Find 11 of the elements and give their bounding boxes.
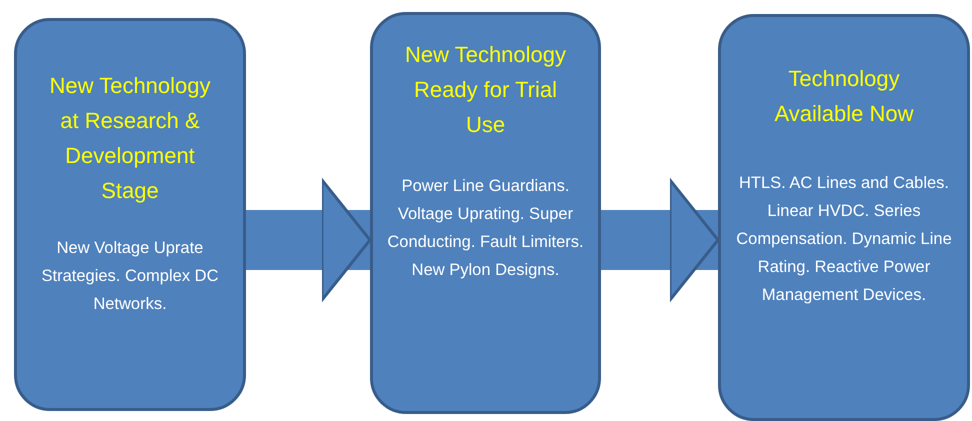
stage-box [14,18,246,411]
technology-list: New Voltage Uprate Strategies. Complex DC Networks. [30,234,230,318]
stage-heading: New Technology Ready for Trial Use [404,41,568,139]
stage-heading: New Technology at Research & Development Stage [48,72,212,205]
stage-box [370,12,601,414]
stage-heading: Technology Available Now [773,65,914,128]
block-arrow [246,178,372,302]
technology-list: HTLS. AC Lines and Cables. Linear HVDC. Series Compensation. Dynamic Line Rating. Reactive Power Management Devices. [724,169,964,309]
stage-box [718,14,970,421]
block-arrow [601,178,720,302]
technology-list: Power Line Guardians. Voltage Uprating. Super Conducting. Fault Limiters. New Pylon Designs. [378,172,593,284]
